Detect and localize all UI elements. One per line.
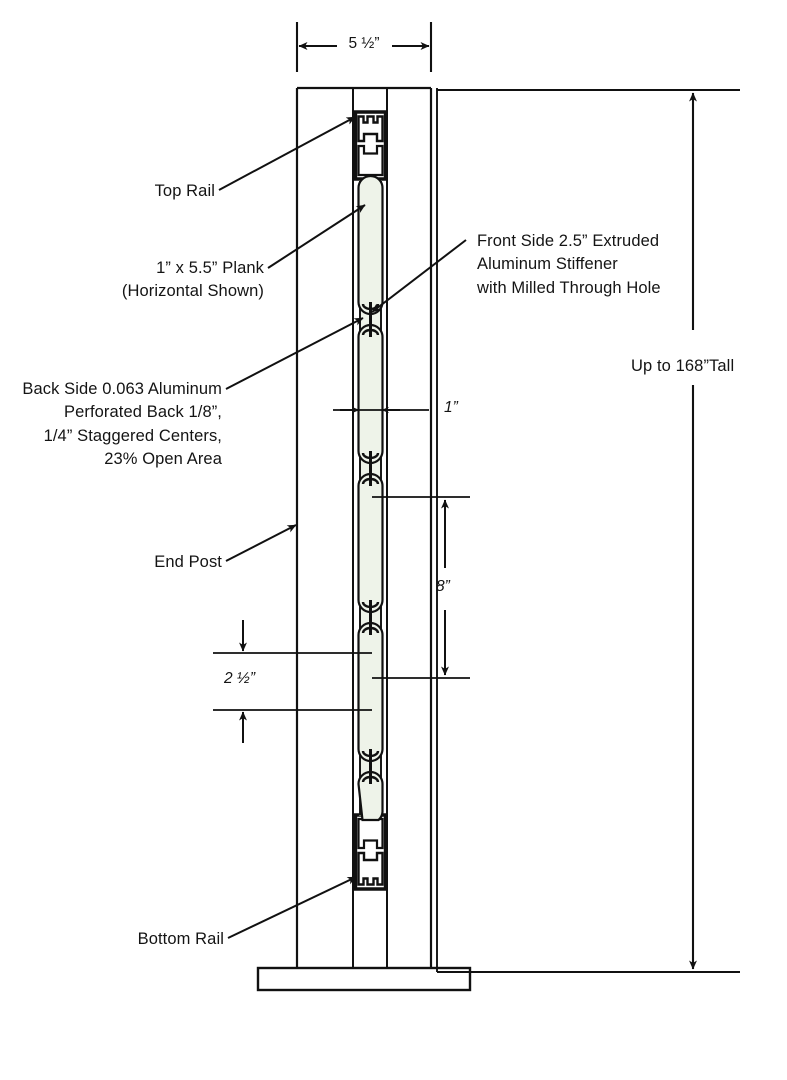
callout-bottom-rail: Bottom Rail bbox=[137, 930, 224, 948]
dimension-slot-gap-ext bbox=[213, 652, 372, 711]
callout-end-post: End Post bbox=[154, 553, 222, 571]
callout-top-rail: Top Rail bbox=[154, 182, 215, 200]
dimension-label-width: 5 ½” bbox=[348, 35, 380, 52]
dimension-label-slot-spacing: 8” bbox=[436, 578, 450, 595]
plank-joint-caps bbox=[361, 303, 380, 783]
dimension-height-ext bbox=[436, 88, 740, 973]
top-rail-profile bbox=[353, 110, 388, 181]
milled-through-holes bbox=[357, 174, 384, 822]
base-plate bbox=[256, 966, 472, 992]
callout-stiffener: Front Side 2.5” Extruded Aluminum Stiffe… bbox=[477, 232, 661, 297]
leader-lines bbox=[218, 116, 467, 939]
callout-plank: 1” x 5.5” Plank (Horizontal Shown) bbox=[121, 259, 264, 301]
callout-perforated-back: Back Side 0.063 Aluminum Perforated Back… bbox=[22, 380, 222, 469]
dimension-width bbox=[295, 22, 433, 72]
plank-stiffener-stack bbox=[357, 174, 384, 822]
dimension-label-slot-gap: 2 ½” bbox=[224, 670, 256, 687]
dimension-label-height: Up to 168”Tall bbox=[631, 357, 735, 375]
bottom-rail-profile bbox=[353, 813, 388, 891]
dimension-label-slot-width: 1” bbox=[444, 399, 458, 416]
end-post-outline bbox=[295, 86, 433, 972]
dimension-slot-spacing-ext bbox=[372, 496, 470, 679]
